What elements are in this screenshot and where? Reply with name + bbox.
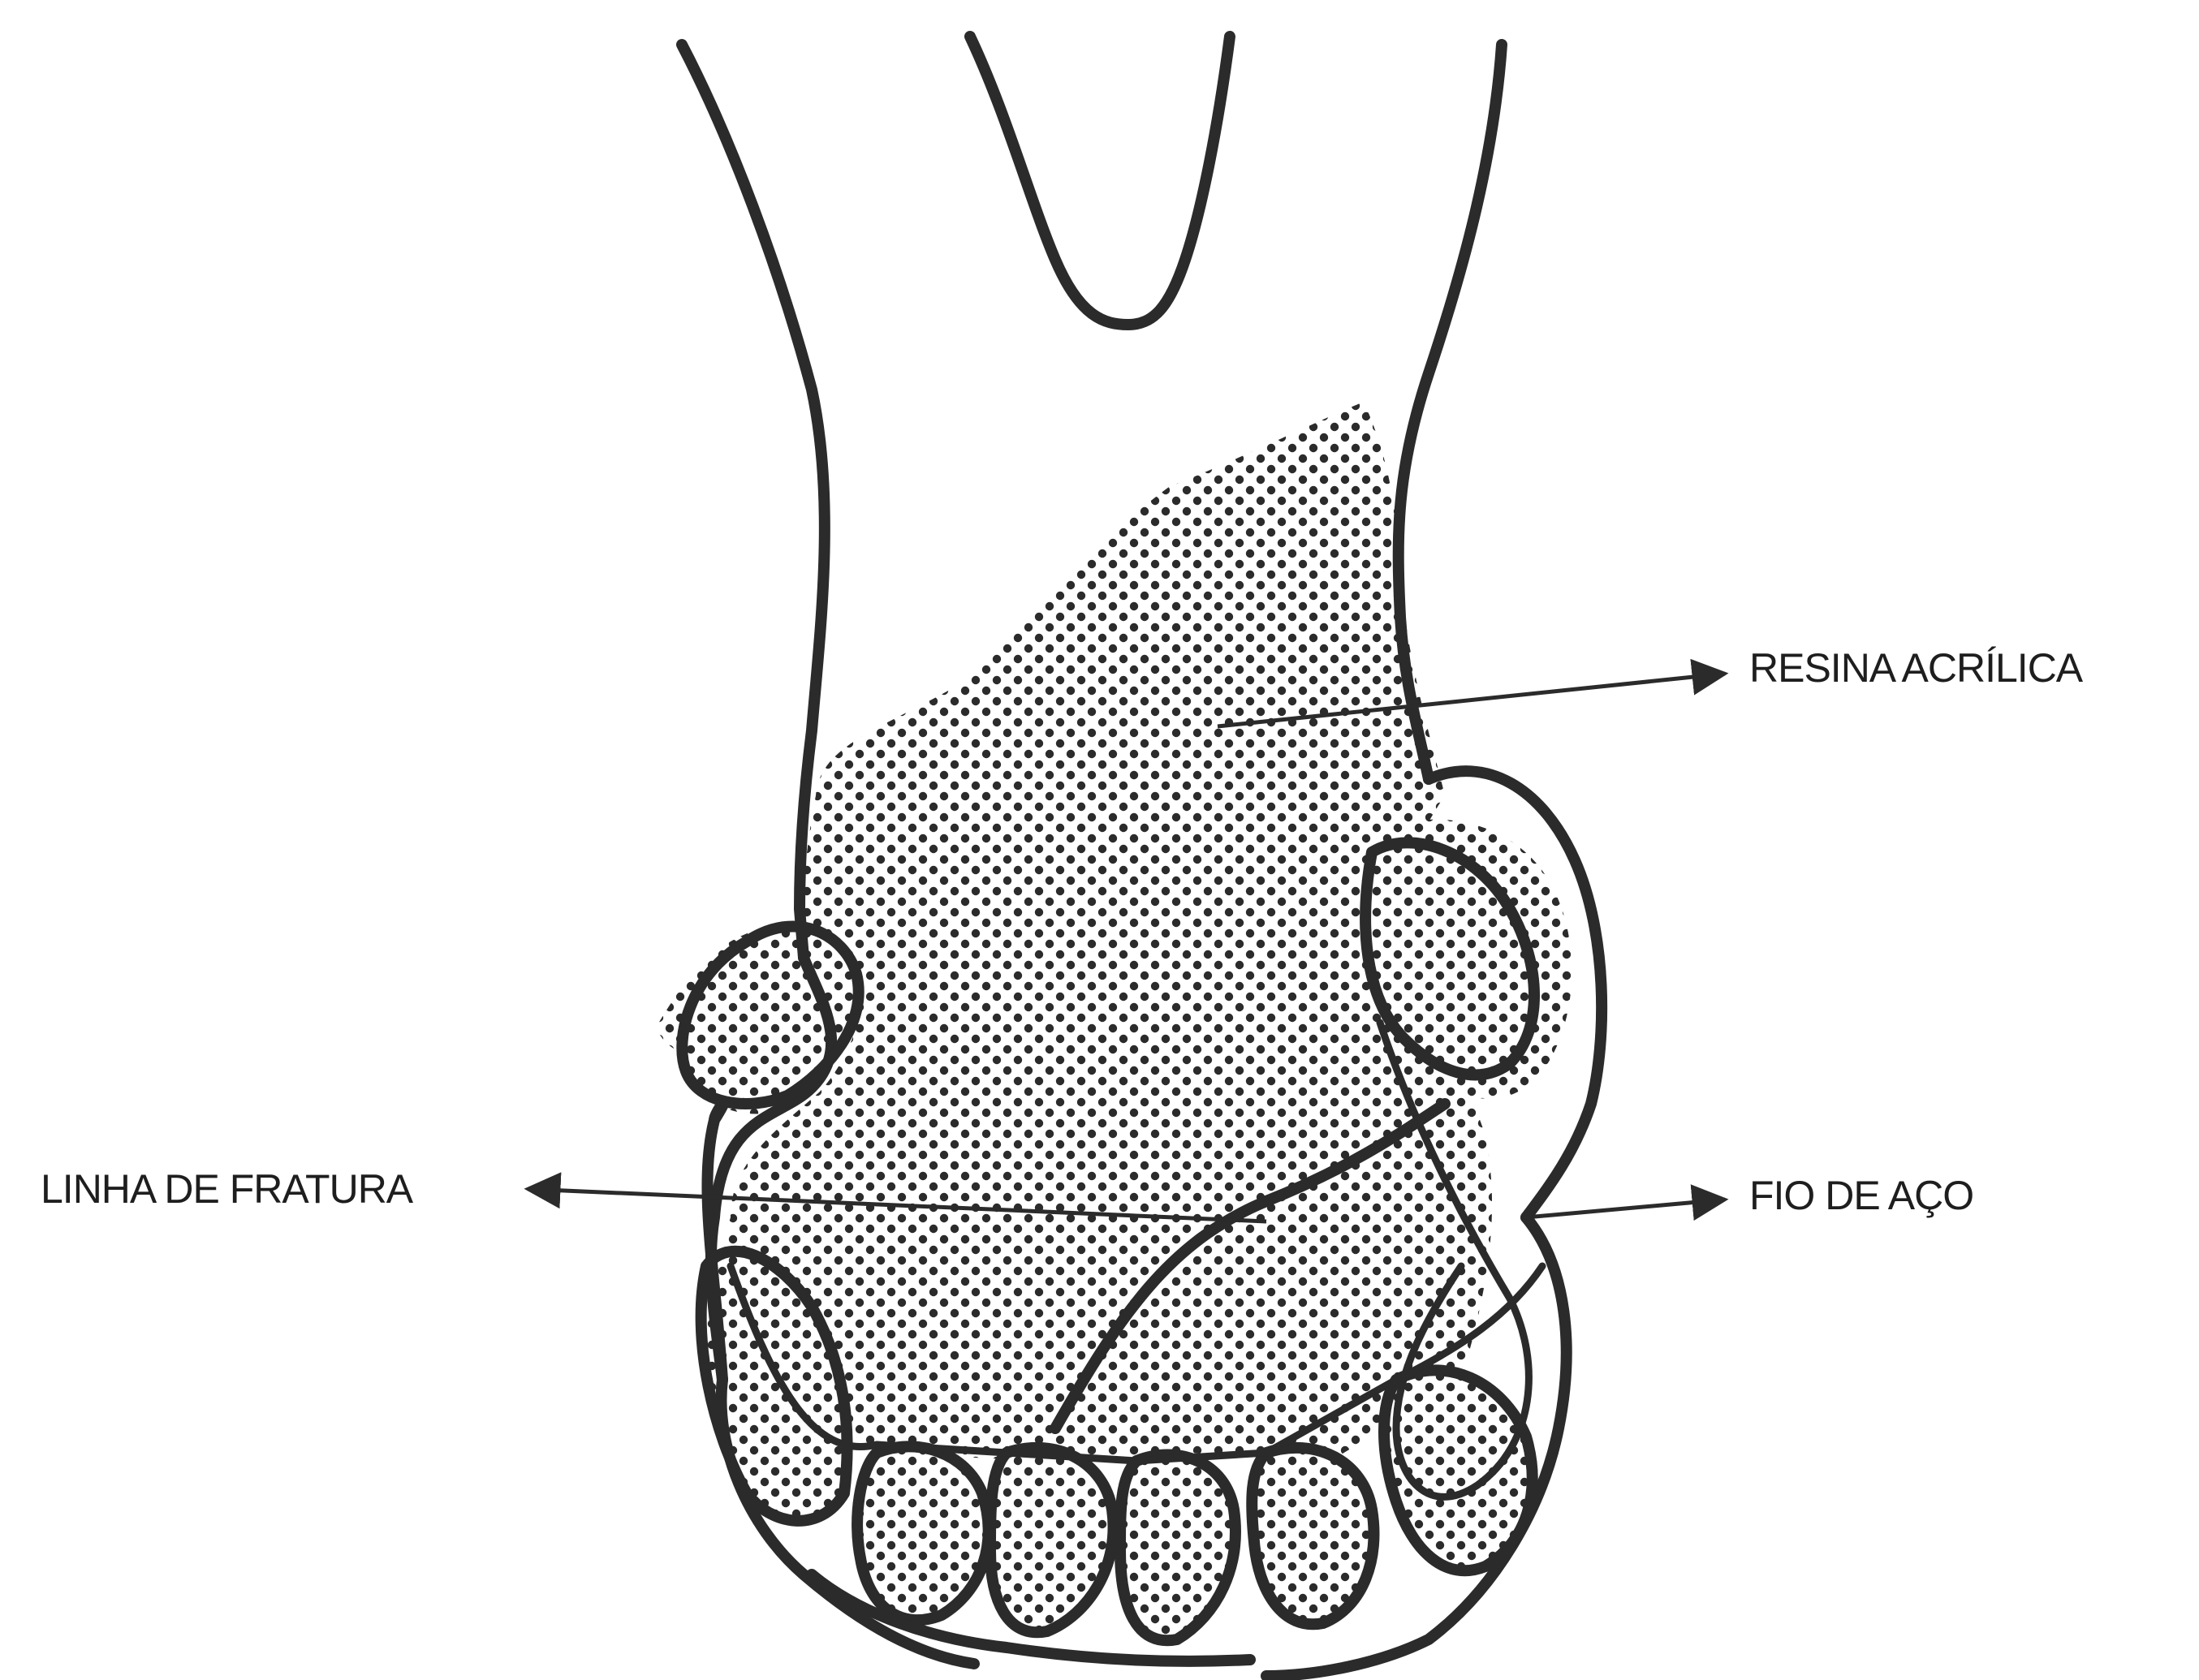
fracture-line-label: LINHA DE FRATURA bbox=[41, 1166, 414, 1212]
resin-label: RESINA ACRÍLICA bbox=[1749, 645, 2084, 691]
notch-outline bbox=[970, 37, 1230, 325]
wire-arrow bbox=[1526, 1200, 1725, 1217]
left-ramus-outline bbox=[682, 45, 825, 958]
steel-wire-label: FIO DE AÇO bbox=[1749, 1173, 1973, 1218]
